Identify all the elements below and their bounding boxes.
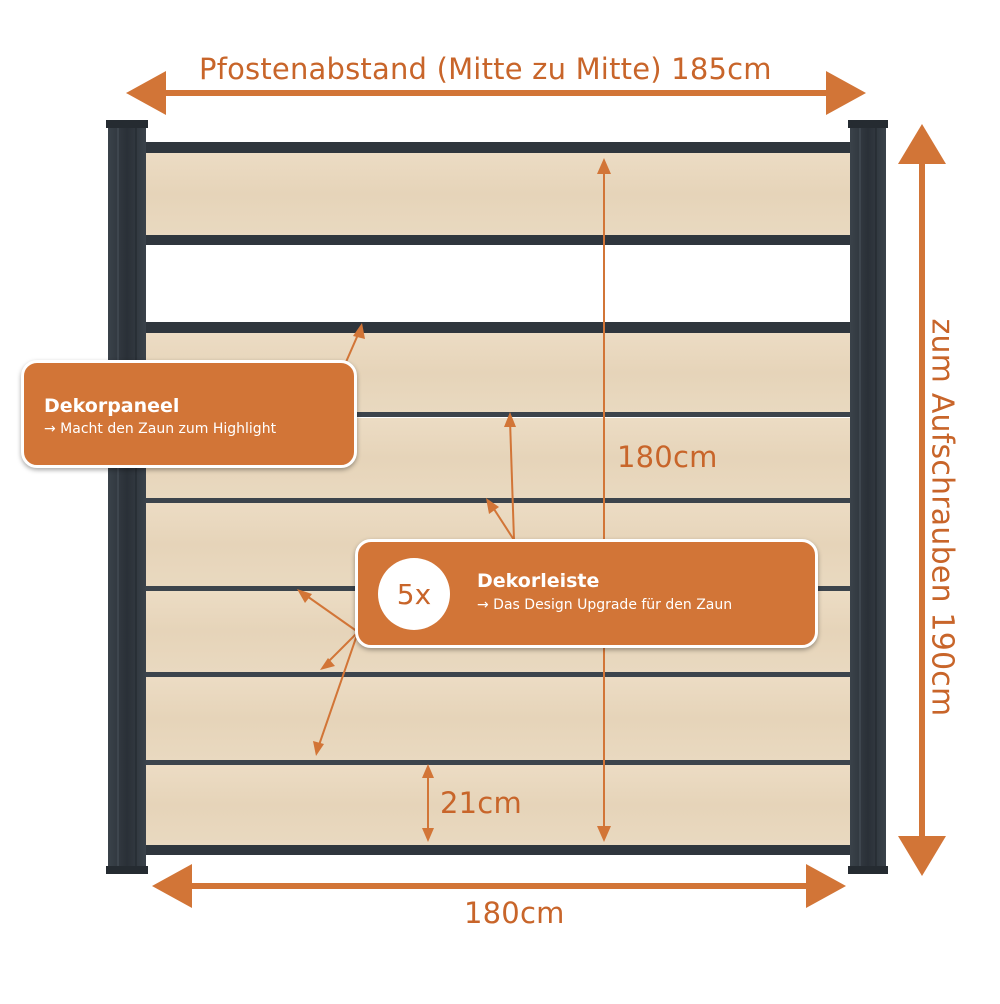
panel-height-label: 180cm <box>617 440 718 474</box>
dekorpaneel-title: Dekorpaneel <box>44 395 180 417</box>
decor-strip-4 <box>146 672 850 677</box>
total-height-arrow <box>898 124 946 876</box>
decor-strip-5 <box>146 760 850 765</box>
dekorleiste-subtitle: → Das Design Upgrade für den Zaun <box>477 597 733 613</box>
left-post <box>108 123 146 871</box>
decor-strip-1 <box>146 412 850 417</box>
dekorpaneel-callout: Dekorpaneel → Macht den Zaun zum Highlig… <box>21 360 357 468</box>
right-post <box>850 123 886 871</box>
wood-board-6 <box>146 765 850 845</box>
top-rail <box>140 142 854 153</box>
post-spacing-arrow <box>126 71 866 115</box>
dekorleiste-pointers <box>297 412 516 756</box>
panel-height-arrow <box>597 158 611 842</box>
decor-strip-2 <box>146 498 850 503</box>
right-post-foot <box>848 866 888 874</box>
wood-board-5 <box>146 677 850 760</box>
decor-panel-rail <box>140 322 854 333</box>
left-post-foot <box>106 866 148 874</box>
dekorleiste-callout: 5x Dekorleiste → Das Design Upgrade für … <box>355 539 818 648</box>
wood-board-top <box>146 152 850 236</box>
panel-width-label: 180cm <box>464 896 565 930</box>
panel-width-arrow <box>152 864 846 908</box>
dekorpaneel-pointer <box>345 323 365 363</box>
post-spacing-label: Pfostenabstand (Mitte zu Mitte) 185cm <box>199 52 772 86</box>
dekorpaneel-subtitle: → Macht den Zaun zum Highlight <box>44 421 277 437</box>
board-height-arrow <box>422 764 434 842</box>
count-badge: 5x <box>378 558 450 630</box>
right-post-cap <box>848 120 888 128</box>
total-height-label: zum Aufschrauben 190cm <box>924 318 960 717</box>
left-post-cap <box>106 120 148 128</box>
dekorleiste-title: Dekorleiste <box>477 570 600 592</box>
rail-below-top-board <box>140 235 854 245</box>
bottom-rail <box>140 845 854 855</box>
board-height-label: 21cm <box>440 786 522 820</box>
